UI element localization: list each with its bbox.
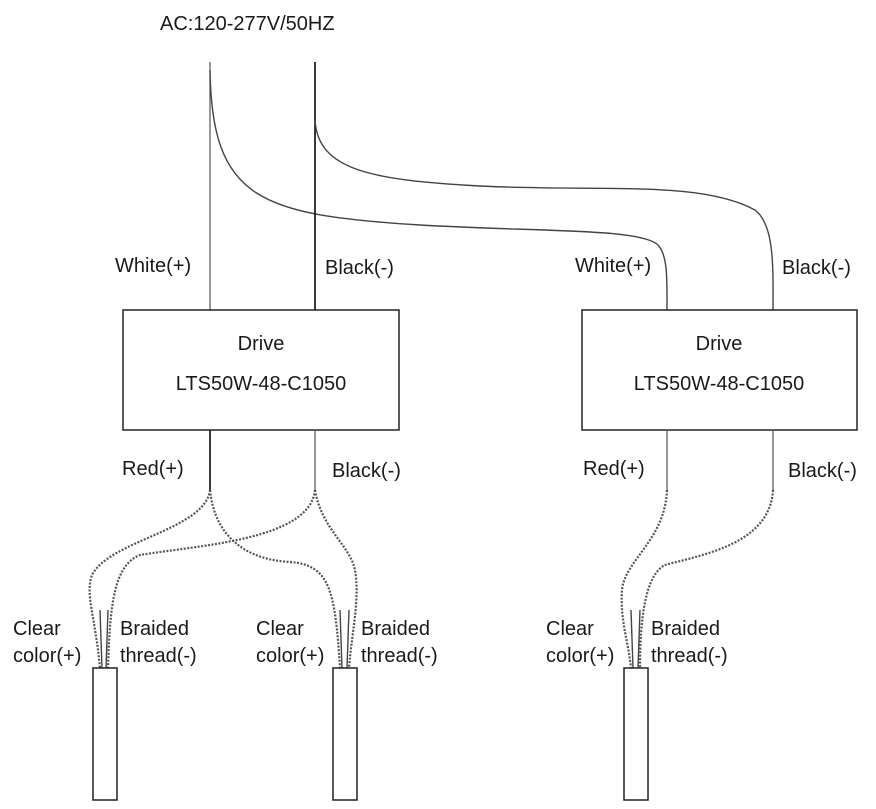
strip-1-left-label-line-1: Clear: [13, 618, 61, 640]
drive-1-output-red-label: Red(+): [122, 458, 184, 480]
strip-2-leads: [339, 609, 350, 669]
supply-black-wire-drive-2: [314, 119, 774, 311]
drive-1-input-black-label: Black(-): [325, 257, 394, 279]
supply-white-wire-drive-2: [209, 69, 668, 311]
strip-3: Clear color(+) Braided thread(-): [546, 609, 728, 801]
strip-2-right-label-line-2: thread(-): [361, 645, 438, 667]
strip-3-left-label-line-1: Clear: [546, 618, 594, 640]
drive-1-title: Drive: [238, 333, 285, 355]
strip-1-leads: [99, 609, 109, 669]
strip-1-tube: [92, 667, 118, 801]
drive-2-title: Drive: [696, 333, 743, 355]
drive-2-output-red-label: Red(+): [583, 458, 645, 480]
drive-2-output-black-label: Black(-): [788, 460, 857, 482]
drive-1-model: LTS50W-48-C1050: [176, 373, 346, 395]
strip-2-left-label-line-2: color(+): [256, 645, 324, 667]
strip-1-right-label-line-2: thread(-): [120, 645, 197, 667]
drive-1-black-to-strip-1-wire: [106, 489, 317, 669]
drive-1-output-black-label: Black(-): [332, 460, 401, 482]
strip-3-leads: [630, 609, 641, 669]
drive-1-red-to-strip-1-wire: [88, 489, 212, 669]
strip-3-right-label-line-2: thread(-): [651, 645, 728, 667]
strip-2-right-label-line-1: Braided: [361, 618, 430, 640]
strip-1-right-label-line-1: Braided: [120, 618, 189, 640]
supply-label: AC:120-277V/50HZ: [160, 13, 335, 35]
strip-2-tube: [332, 667, 358, 801]
drive-1-black-to-strip-2-wire: [313, 489, 358, 669]
drive-1-box: Drive LTS50W-48-C1050: [122, 309, 400, 431]
drive-2-model: LTS50W-48-C1050: [634, 373, 804, 395]
strip-3-right-label-line-1: Braided: [651, 618, 720, 640]
strip-2: Clear color(+) Braided thread(-): [256, 609, 438, 801]
strip-3-left-label-line-2: color(+): [546, 645, 614, 667]
drive-2-input-white-label: White(+): [575, 255, 651, 277]
strip-3-tube: [623, 667, 649, 801]
strip-1-left-label-line-2: color(+): [13, 645, 81, 667]
drive-1-input-white-label: White(+): [115, 255, 191, 277]
drive-1-red-to-strip-2-wire: [208, 489, 342, 669]
strip-1: Clear color(+) Braided thread(-): [13, 609, 197, 801]
drive-2-red-to-strip-3-wire: [620, 489, 669, 669]
drive-2-black-to-strip-3-wire: [638, 489, 775, 669]
drive-2-box: Drive LTS50W-48-C1050: [581, 309, 858, 431]
strip-2-left-label-line-1: Clear: [256, 618, 304, 640]
drive-2-input-black-label: Black(-): [782, 257, 851, 279]
